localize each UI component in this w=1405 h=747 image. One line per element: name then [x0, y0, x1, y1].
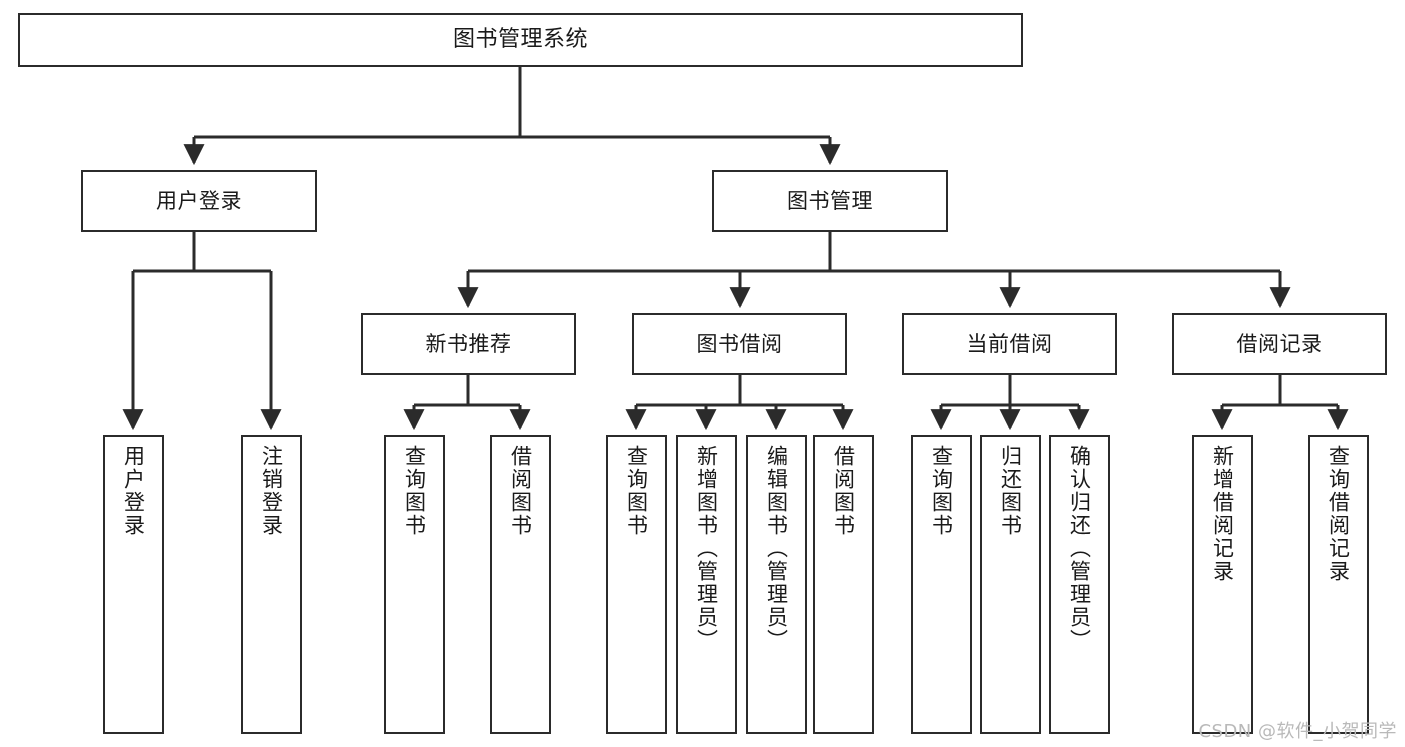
node-new-book-rec-label: 新书推荐: [425, 331, 512, 356]
node-new-book-rec[interactable]: 新书推荐: [361, 313, 576, 375]
node-leaf-add-book[interactable]: 新增图书（管理员）: [676, 435, 737, 734]
node-leaf-return-book-label: 归还图书: [998, 445, 1023, 537]
node-borrow-record-label: 借阅记录: [1236, 331, 1323, 356]
node-book-manage-label: 图书管理: [787, 188, 873, 213]
node-leaf-query-book-1[interactable]: 查询图书: [384, 435, 445, 734]
node-book-borrow-label: 图书借阅: [696, 331, 783, 356]
node-leaf-edit-book[interactable]: 编辑图书（管理员）: [746, 435, 807, 734]
watermark: CSDN @软件_小贺同学: [1198, 721, 1397, 742]
node-leaf-user-login-label: 用户登录: [121, 445, 146, 537]
node-leaf-confirm-return-label: 确认归还（管理员）: [1067, 445, 1092, 652]
node-leaf-query-record-label: 查询借阅记录: [1326, 445, 1351, 583]
node-leaf-query-book-2-label: 查询图书: [624, 445, 649, 537]
node-leaf-logout[interactable]: 注销登录: [241, 435, 302, 734]
node-user-login-label: 用户登录: [156, 188, 242, 213]
node-leaf-query-book-1-label: 查询图书: [402, 445, 427, 537]
node-leaf-borrow-book-2[interactable]: 借阅图书: [813, 435, 874, 734]
node-borrow-record[interactable]: 借阅记录: [1172, 313, 1387, 375]
node-current-borrow-label: 当前借阅: [966, 331, 1053, 356]
node-leaf-edit-book-label: 编辑图书（管理员）: [764, 445, 789, 652]
node-book-manage[interactable]: 图书管理: [712, 170, 948, 232]
node-leaf-return-book[interactable]: 归还图书: [980, 435, 1041, 734]
node-leaf-confirm-return[interactable]: 确认归还（管理员）: [1049, 435, 1110, 734]
node-root-label: 图书管理系统: [452, 27, 588, 53]
node-leaf-logout-label: 注销登录: [259, 445, 284, 537]
node-leaf-user-login[interactable]: 用户登录: [103, 435, 164, 734]
node-user-login[interactable]: 用户登录: [81, 170, 317, 232]
node-leaf-query-book-3-label: 查询图书: [929, 445, 954, 537]
node-book-borrow[interactable]: 图书借阅: [632, 313, 847, 375]
node-leaf-query-book-3[interactable]: 查询图书: [911, 435, 972, 734]
node-leaf-borrow-book-1-label: 借阅图书: [508, 445, 533, 537]
node-current-borrow[interactable]: 当前借阅: [902, 313, 1117, 375]
node-leaf-query-record[interactable]: 查询借阅记录: [1308, 435, 1369, 734]
node-leaf-borrow-book-2-label: 借阅图书: [831, 445, 856, 537]
node-leaf-add-record-label: 新增借阅记录: [1210, 445, 1235, 583]
node-leaf-add-book-label: 新增图书（管理员）: [694, 445, 719, 652]
node-leaf-add-record[interactable]: 新增借阅记录: [1192, 435, 1253, 734]
node-leaf-query-book-2[interactable]: 查询图书: [606, 435, 667, 734]
node-root[interactable]: 图书管理系统: [18, 13, 1023, 67]
node-leaf-borrow-book-1[interactable]: 借阅图书: [490, 435, 551, 734]
